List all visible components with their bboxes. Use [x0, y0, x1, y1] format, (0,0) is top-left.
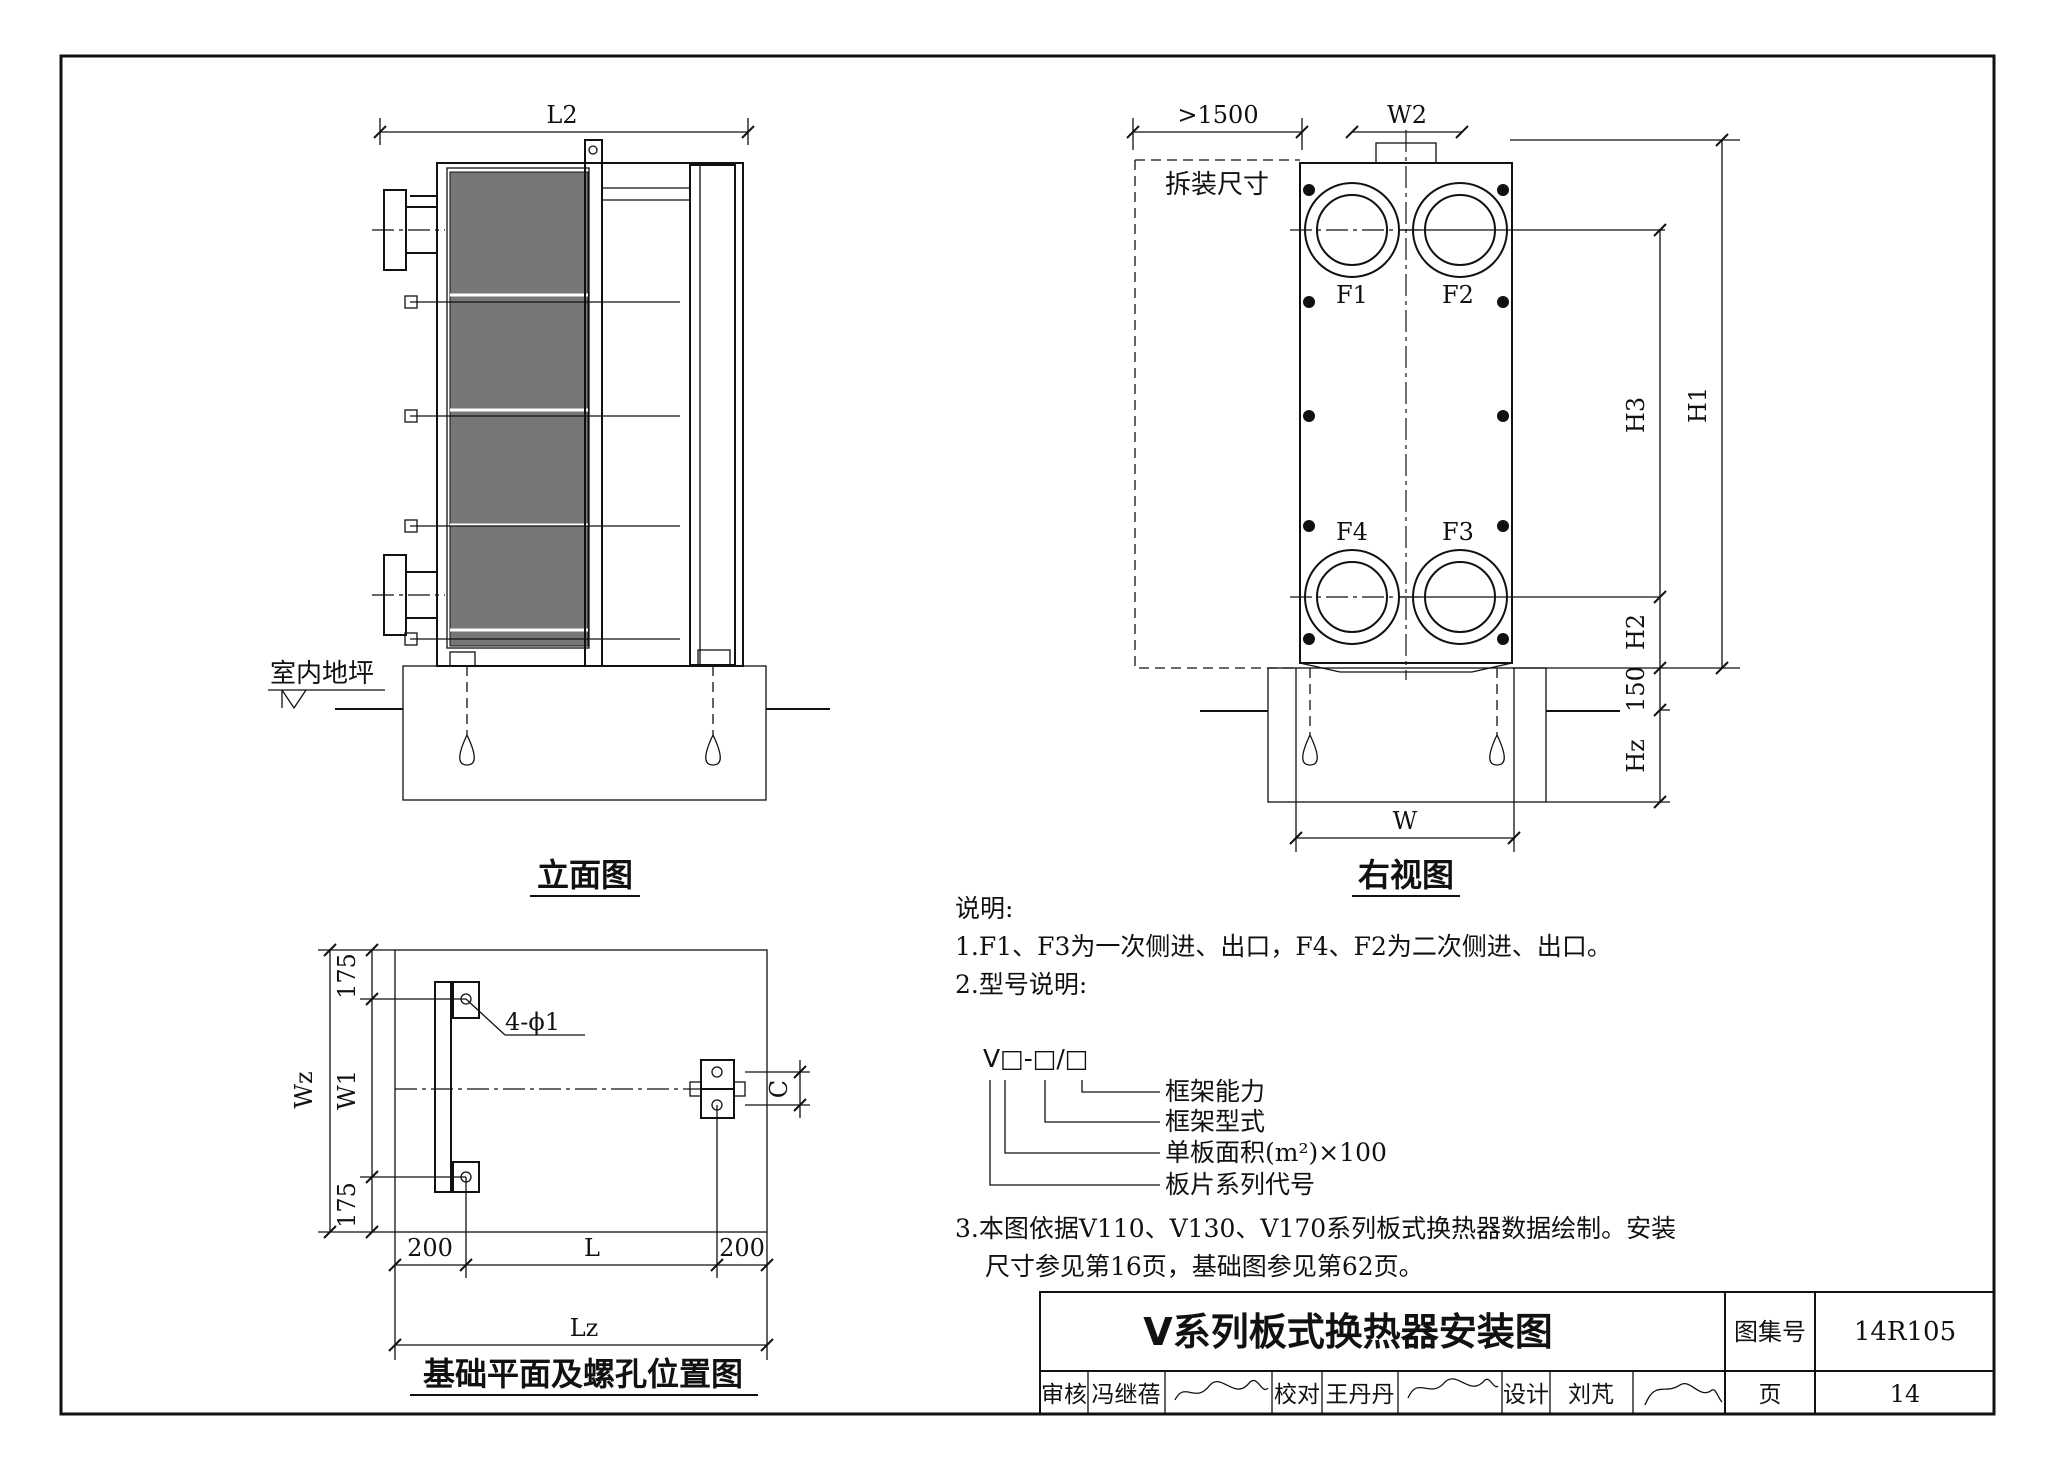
- dim-w2: W2: [1387, 101, 1427, 129]
- dim-hz: Hz: [1622, 739, 1650, 773]
- frame-bolts: [1303, 184, 1509, 645]
- port-label-f1: F1: [1336, 281, 1368, 309]
- design-name: 刘芃: [1568, 1382, 1614, 1408]
- check-name: 王丹丹: [1326, 1382, 1395, 1408]
- design-label: 设计: [1503, 1382, 1549, 1408]
- dim-lz: Lz: [570, 1314, 599, 1342]
- plate-pack: [449, 171, 589, 647]
- atlas-label: 图集号: [1734, 1318, 1806, 1346]
- dim-w1: W1: [333, 1070, 361, 1110]
- plan-view: C 4-ϕ1 175 W1 175 Wz 200 L 200: [290, 943, 810, 1360]
- legend-3: 单板面积(m²)×100: [1165, 1138, 1387, 1167]
- dim-150: 150: [1622, 666, 1650, 712]
- review-signature: [1174, 1379, 1269, 1401]
- port-label-f2: F2: [1442, 281, 1474, 309]
- caption-plan: 基础平面及螺孔位置图: [423, 1355, 743, 1393]
- review-label: 审核: [1041, 1382, 1087, 1408]
- sheet-border: [59, 54, 1996, 1416]
- legend-2: 框架型式: [1165, 1107, 1265, 1136]
- disassembly-label: 拆装尺寸: [1165, 170, 1269, 200]
- dim-200-left: 200: [407, 1234, 453, 1262]
- model-code: V□-□/□: [983, 1044, 1088, 1073]
- dim-c: C: [765, 1080, 793, 1098]
- dim-wz: Wz: [290, 1071, 318, 1108]
- check-signature: [1407, 1378, 1499, 1399]
- caption-elevation: 立面图: [537, 856, 633, 894]
- port-label-f4: F4: [1336, 518, 1368, 546]
- dim-175-top: 175: [333, 953, 361, 999]
- drawing-title: V系列板式换热器安装图: [1143, 1310, 1552, 1354]
- port-label-f3: F3: [1442, 518, 1474, 546]
- hole-label: 4-ϕ1: [505, 1008, 560, 1036]
- dim-l: L: [584, 1234, 600, 1262]
- elevation-view: L2: [268, 101, 830, 801]
- dim-w: W: [1393, 807, 1418, 835]
- dim-h1: H1: [1684, 387, 1712, 423]
- floor-label: 室内地坪: [270, 659, 374, 689]
- note-2: 2.型号说明:: [955, 970, 1087, 999]
- check-label: 校对: [1274, 1382, 1320, 1408]
- legend-4: 板片系列代号: [1165, 1170, 1315, 1199]
- notes-heading: 说明:: [955, 894, 1013, 923]
- title-block: V系列板式换热器安装图 图集号 14R105 审核 冯继蓓 校对 王丹丹 设计 …: [1039, 1291, 1995, 1415]
- atlas-number: 14R105: [1854, 1317, 1956, 1347]
- dim-h3: H3: [1622, 397, 1650, 433]
- review-name: 冯继蓓: [1092, 1382, 1161, 1408]
- note-1: 1.F1、F3为一次侧进、出口，F4、F2为二次侧进、出口。: [955, 932, 1612, 961]
- dim-200-right: 200: [719, 1234, 765, 1262]
- legend-1: 框架能力: [1165, 1077, 1265, 1106]
- note-3b: 尺寸参见第16页，基础图参见第62页。: [985, 1252, 1424, 1281]
- note-3a: 3.本图依据V110、V130、V170系列板式换热器数据绘制。安装: [955, 1214, 1676, 1243]
- page-number: 14: [1890, 1380, 1921, 1408]
- caption-side-view: 右视图: [1358, 856, 1454, 894]
- notes: 说明: 1.F1、F3为一次侧进、出口，F4、F2为二次侧进、出口。 2.型号说…: [955, 894, 1676, 1281]
- design-signature: [1644, 1382, 1723, 1406]
- page-label: 页: [1759, 1382, 1782, 1408]
- dim-175-bottom: 175: [333, 1182, 361, 1228]
- dim-clearance: >1500: [1177, 101, 1258, 129]
- side-view: >1500 W2 拆装尺寸: [1126, 101, 1740, 852]
- dim-h2: H2: [1622, 614, 1650, 650]
- dim-l2: L2: [546, 101, 577, 129]
